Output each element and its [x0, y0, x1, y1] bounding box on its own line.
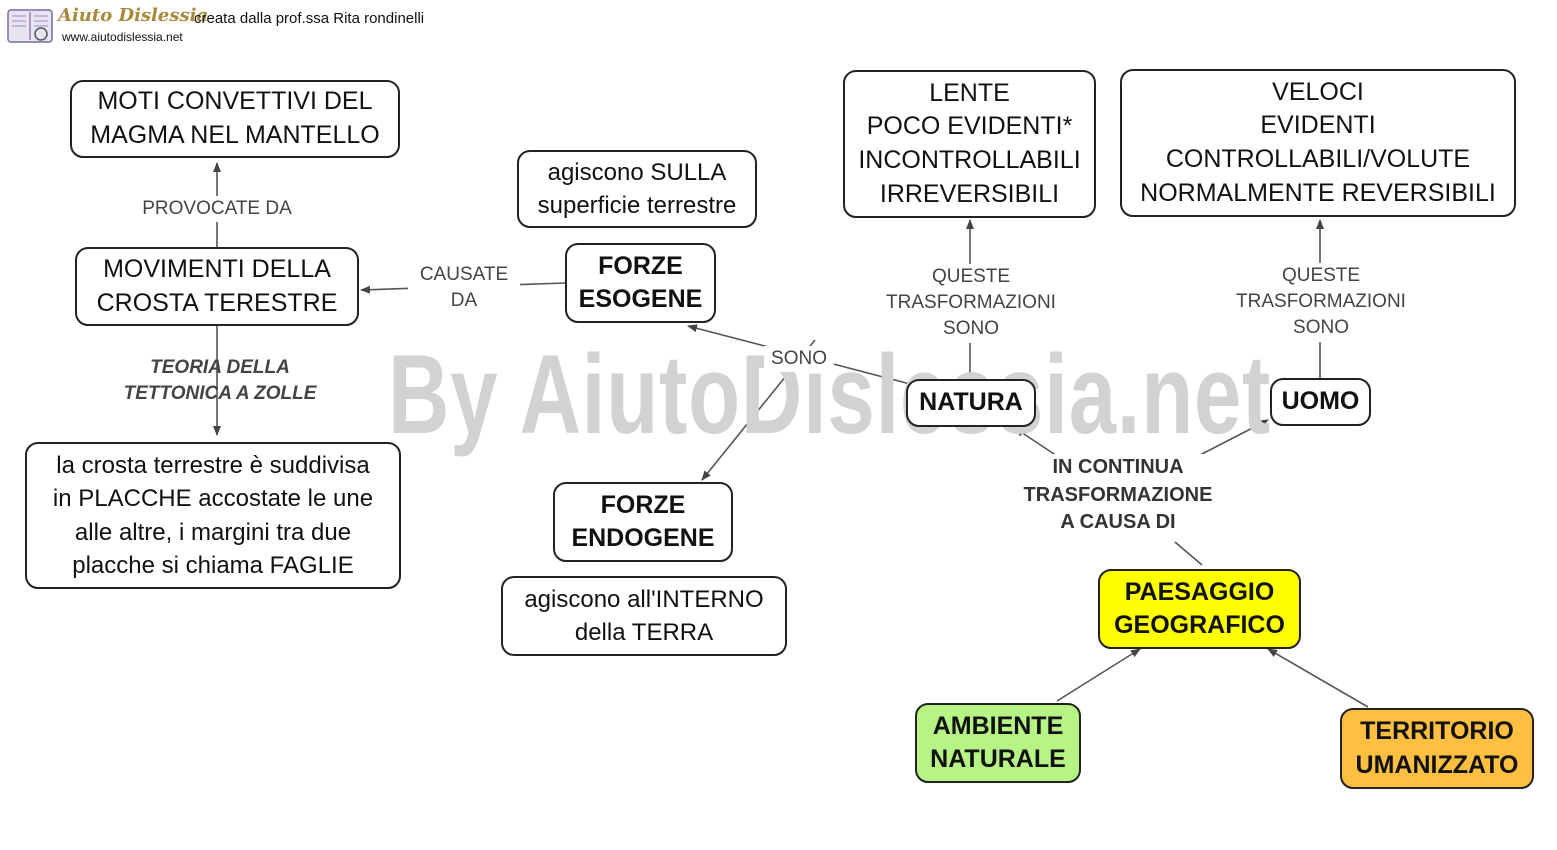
- link-paesaggio-continua: [1174, 541, 1203, 566]
- label-in-continua-trasformazione: IN CONTINUA TRASFORMAZIONE A CAUSA DI: [996, 454, 1240, 537]
- node-crosta-placche: la crosta terrestre è suddivisa in PLACC…: [25, 442, 401, 589]
- node-paesaggio-geografico: PAESAGGIO GEOGRAFICO: [1098, 569, 1301, 649]
- node-moti-convettivi: MOTI CONVETTIVI DEL MAGMA NEL MANTELLO: [70, 80, 400, 158]
- book-logo-icon: [7, 9, 53, 43]
- node-veloci-trasformazioni: VELOCI EVIDENTI CONTROLLABILI/VOLUTE NOR…: [1120, 69, 1516, 217]
- node-agiscono-interno: agiscono all'INTERNO della TERRA: [501, 576, 787, 656]
- label-sono: SONO: [764, 346, 834, 373]
- label-teoria-tettonica: TEORIA DELLA TETTONICA A ZOLLE: [123, 357, 317, 405]
- label-causate-da: CAUSATE DA: [408, 262, 520, 315]
- link-continua-to-uomo: [1199, 419, 1269, 456]
- node-territorio-umanizzato: TERRITORIO UMANIZZATO: [1340, 708, 1534, 789]
- label-queste-trasformazioni-uomo: QUESTE TRASFORMAZIONI SONO: [1222, 263, 1420, 342]
- link-continua-to-natura: [1014, 427, 1061, 459]
- logo-url: www.aiutodislessia.net: [62, 30, 183, 44]
- node-forze-esogene: FORZE ESOGENE: [565, 243, 716, 323]
- author-credit: creata dalla prof.ssa Rita rondinelli: [194, 10, 425, 27]
- link-ambiente-to-paesaggio: [1056, 648, 1141, 702]
- node-movimenti-crosta: MOVIMENTI DELLA CROSTA TERESTRE: [75, 247, 359, 326]
- label-queste-trasformazioni-natura: QUESTE TRASFORMAZIONI SONO: [872, 264, 1070, 343]
- label-provocate-da: PROVOCATE DA: [128, 196, 306, 223]
- node-lente-trasformazioni: LENTE POCO EVIDENTI* INCONTROLLABILI IRR…: [843, 70, 1096, 218]
- node-ambiente-naturale: AMBIENTE NATURALE: [915, 703, 1081, 783]
- node-uomo: UOMO: [1270, 378, 1371, 426]
- node-forze-endogene: FORZE ENDOGENE: [553, 482, 733, 562]
- node-agiscono-sulla-superficie: agiscono SULLA superficie terrestre: [517, 150, 757, 228]
- link-territorio-to-paesaggio: [1267, 648, 1369, 708]
- node-natura: NATURA: [906, 379, 1036, 427]
- logo-title: Aiuto Dislessia: [58, 5, 209, 26]
